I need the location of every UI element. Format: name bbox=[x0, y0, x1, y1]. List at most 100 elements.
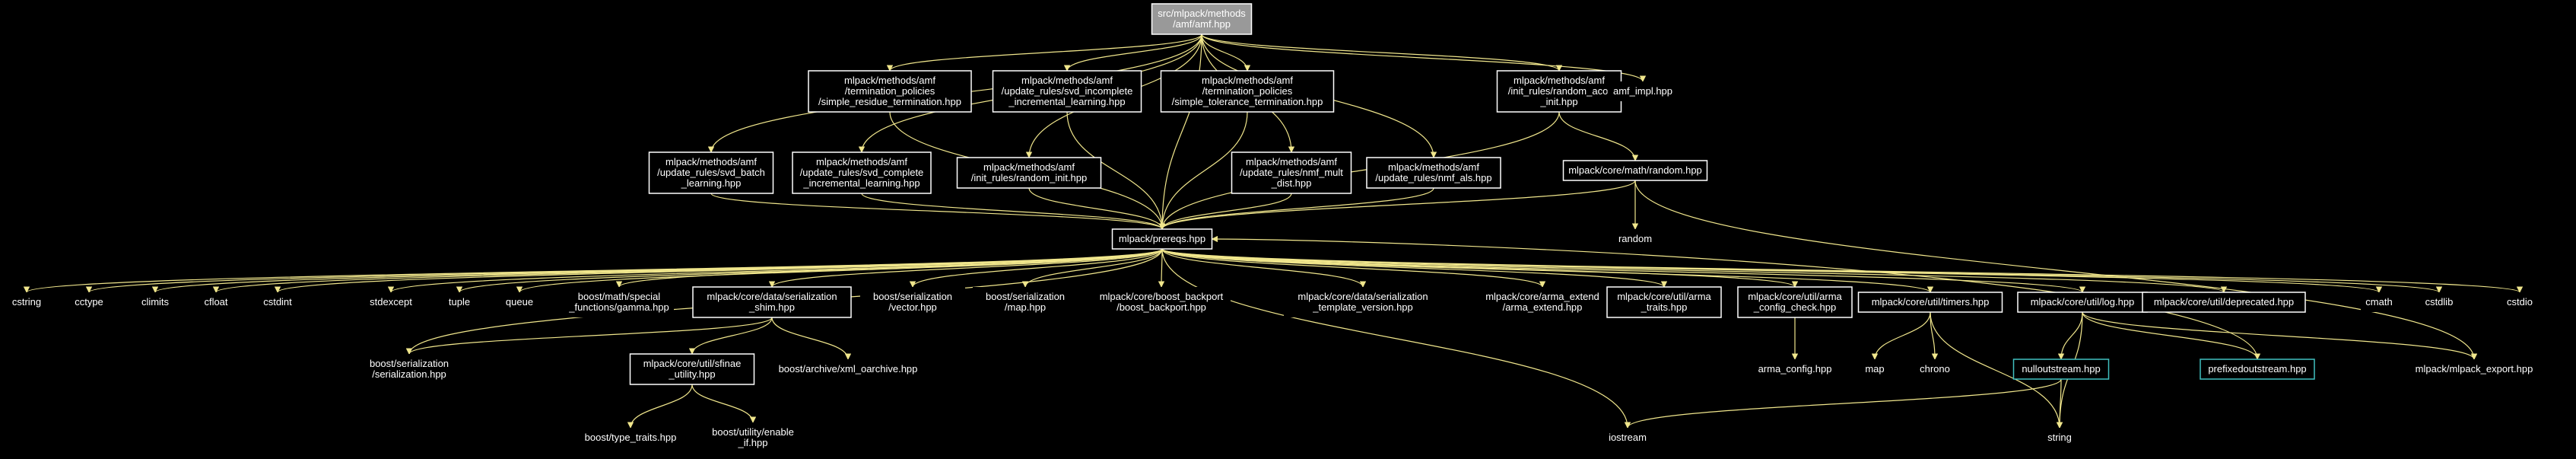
edge-root-to-random-acol bbox=[1201, 33, 1563, 72]
edge-timers-to-string bbox=[1930, 311, 2063, 429]
node-string[interactable]: string bbox=[2039, 428, 2080, 448]
edge-root-to-simple-tolerance bbox=[1201, 33, 1251, 72]
node-box bbox=[357, 354, 462, 384]
node-label-line: mlpack/methods/amf bbox=[1202, 75, 1293, 86]
node-label-line: mlpack/prereqs.hpp bbox=[1119, 233, 1205, 244]
node-enable-if[interactable]: boost/utility/enable_if.hpp bbox=[698, 422, 808, 453]
node-sfinae[interactable]: mlpack/core/util/sfinae_utility.hpp bbox=[629, 353, 755, 385]
node-map[interactable]: map bbox=[1858, 359, 1892, 379]
node-box bbox=[2361, 292, 2397, 312]
node-tuple[interactable]: tuple bbox=[441, 292, 478, 312]
edge-prereqs-to-arma-traits bbox=[1161, 248, 1667, 288]
edge-nulloutstream-to-iostream bbox=[1624, 378, 2062, 429]
node-box bbox=[3, 292, 50, 312]
node-amf-impl[interactable]: amf_impl.hpp bbox=[1607, 81, 1679, 101]
node-label-line: mlpack/core/data/serialization bbox=[707, 291, 837, 302]
node-box bbox=[692, 286, 852, 318]
node-cstdlib[interactable]: cstdlib bbox=[2416, 292, 2463, 312]
node-cfloat[interactable]: cfloat bbox=[195, 292, 237, 312]
node-box bbox=[2012, 359, 2110, 380]
node-label-line: prefixedoutstream.hpp bbox=[2208, 363, 2306, 375]
node-label-line: queue bbox=[506, 296, 533, 308]
node-xml-oarchive[interactable]: boost/archive/xml_oarchive.hpp bbox=[769, 359, 927, 379]
node-arma-traits[interactable]: mlpack/core/util/arma_traits.hpp bbox=[1606, 286, 1722, 318]
node-cstdint[interactable]: cstdint bbox=[254, 292, 301, 312]
node-box bbox=[1496, 70, 1622, 113]
node-nmf-als[interactable]: mlpack/methods/amf/update_rules/nmf_als.… bbox=[1366, 157, 1501, 189]
node-label-line: boost/utility/enable bbox=[712, 426, 794, 438]
node-label-line: /serialization.hpp bbox=[372, 368, 446, 380]
node-label-line: /simple_residue_termination.hpp bbox=[818, 96, 961, 107]
node-random-acol[interactable]: mlpack/methods/amf/init_rules/random_aco… bbox=[1496, 70, 1622, 113]
edge-prereqs-to-bvector bbox=[909, 248, 1163, 288]
edge-svd-batch-to-prereqs bbox=[710, 193, 1166, 230]
node-timers[interactable]: mlpack/core/util/timers.hpp bbox=[1857, 292, 2003, 313]
node-nulloutstream[interactable]: nulloutstream.hpp bbox=[2012, 359, 2110, 380]
edge-math-random-to-export bbox=[1634, 180, 2478, 360]
edge-random-acol-to-math-random bbox=[1558, 111, 1639, 161]
node-type-traits[interactable]: boost/type_traits.hpp bbox=[573, 428, 688, 448]
node-svd-complete[interactable]: mlpack/methods/amf/update_rules/svd_comp… bbox=[792, 151, 932, 194]
node-svd-batch[interactable]: mlpack/methods/amf/update_rules/svd_batc… bbox=[648, 151, 774, 194]
node-nmf-mult[interactable]: mlpack/methods/amf/update_rules/nmf_mult… bbox=[1231, 151, 1352, 194]
edge-prereqs-to-gamma bbox=[616, 248, 1163, 288]
edge-root-to-prereqs bbox=[1158, 33, 1202, 230]
node-math-random[interactable]: mlpack/core/math/random.hpp bbox=[1562, 160, 1708, 181]
node-label-line: mlpack/methods/amf bbox=[983, 161, 1075, 173]
node-climits[interactable]: climits bbox=[132, 292, 179, 312]
node-cmath[interactable]: cmath bbox=[2361, 292, 2397, 312]
node-shim[interactable]: mlpack/core/data/serialization_shim.hpp bbox=[692, 286, 852, 318]
node-arma-config[interactable]: arma_config.hpp bbox=[1752, 359, 1838, 379]
node-box bbox=[2416, 292, 2463, 312]
node-label-line: nulloutstream.hpp bbox=[2022, 363, 2100, 375]
node-simple-tolerance[interactable]: mlpack/methods/amf/termination_policies/… bbox=[1160, 70, 1335, 113]
edge-prereqs-to-iostream bbox=[1161, 248, 1631, 429]
node-svd-incomplete[interactable]: mlpack/methods/amf/update_rules/svd_inco… bbox=[992, 70, 1142, 113]
node-prereqs[interactable]: mlpack/prereqs.hpp bbox=[1111, 228, 1213, 250]
node-bmap[interactable]: boost/serialization/map.hpp bbox=[973, 287, 1078, 317]
node-label-line: tuple bbox=[449, 296, 470, 308]
node-arma-config-check[interactable]: mlpack/core/util/arma_config_check.hpp bbox=[1737, 286, 1853, 318]
node-label-line: stdexcept bbox=[370, 296, 412, 308]
node-backport[interactable]: mlpack/core/boost_backport/boost_backpor… bbox=[1092, 287, 1231, 317]
edge-prereqs-to-queue bbox=[516, 248, 1163, 293]
node-root[interactable]: src/mlpack/methods/amf/amf.hpp bbox=[1151, 3, 1253, 35]
node-label-line: string bbox=[2047, 432, 2072, 443]
node-random[interactable]: random bbox=[1615, 229, 1656, 249]
node-label-line: _incremental_learning.hpp bbox=[802, 177, 920, 189]
node-bvector[interactable]: boost/serialization/vector.hpp bbox=[860, 287, 965, 317]
node-bserialization[interactable]: boost/serialization/serialization.hpp bbox=[357, 354, 462, 384]
node-stdexcept[interactable]: stdexcept bbox=[363, 292, 419, 312]
node-label-line: _init.hpp bbox=[1539, 96, 1577, 107]
node-box bbox=[1857, 292, 2003, 313]
node-label-line: boost/serialization bbox=[986, 291, 1065, 302]
node-iostream[interactable]: iostream bbox=[1602, 428, 1653, 448]
edge-prereqs-to-arma-extend bbox=[1161, 248, 1546, 288]
edge-prereqs-to-cfloat bbox=[213, 248, 1163, 293]
node-label-line: mlpack/core/util/arma bbox=[1617, 291, 1711, 302]
node-cstring[interactable]: cstring bbox=[3, 292, 50, 312]
node-box bbox=[1752, 359, 1838, 379]
node-box bbox=[1160, 70, 1335, 113]
node-prefixedoutstream[interactable]: prefixedoutstream.hpp bbox=[2200, 359, 2315, 380]
node-export[interactable]: mlpack/mlpack_export.hpp bbox=[2409, 359, 2539, 379]
node-simple-residue[interactable]: mlpack/methods/amf/termination_policies/… bbox=[808, 70, 972, 113]
node-cctype[interactable]: cctype bbox=[68, 292, 110, 312]
node-random-init[interactable]: mlpack/methods/amf/init_rules/random_ini… bbox=[956, 157, 1102, 189]
node-log[interactable]: mlpack/core/util/log.hpp bbox=[2017, 292, 2148, 313]
node-deprecated[interactable]: mlpack/core/util/deprecated.hpp bbox=[2142, 292, 2306, 313]
node-template-version[interactable]: mlpack/core/data/serialization_template_… bbox=[1284, 287, 1442, 317]
node-arma-extend[interactable]: mlpack/core/arma_extend/arma_extend.hpp bbox=[1480, 287, 1605, 317]
node-queue[interactable]: queue bbox=[501, 292, 538, 312]
node-box bbox=[792, 151, 932, 194]
edge-random-init-to-prereqs bbox=[1028, 187, 1166, 230]
node-label-line: mlpack/core/data/serialization bbox=[1298, 291, 1428, 302]
node-cstdio[interactable]: cstdio bbox=[2499, 292, 2540, 312]
edge-root-to-simple-residue bbox=[886, 33, 1202, 72]
node-chrono[interactable]: chrono bbox=[1914, 359, 1955, 379]
node-label-line: mlpack/methods/amf bbox=[844, 75, 935, 86]
edge-sfinae-to-enable-if bbox=[691, 384, 757, 423]
node-label-line: _dist.hpp bbox=[1271, 177, 1312, 189]
node-gamma[interactable]: boost/math/special_functions/gamma.hpp bbox=[564, 287, 674, 317]
node-box bbox=[1602, 428, 1653, 448]
